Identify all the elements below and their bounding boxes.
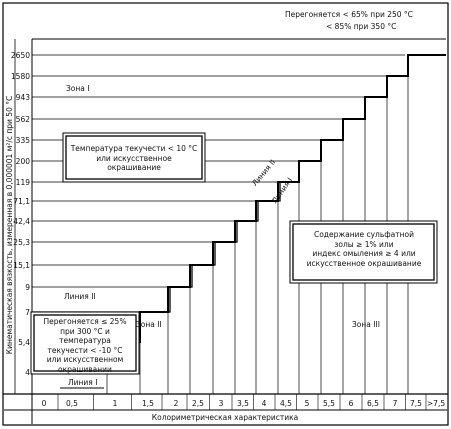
zone-2-label: Зона II — [136, 320, 162, 329]
plot-frame: Кинематическая вязкость, измеренная в 0,… — [2, 2, 449, 426]
y-axis-title: Кинематическая вязкость, измеренная в 0,… — [5, 96, 14, 354]
sulfate-box-inner — [292, 223, 435, 281]
y-tick-label: 7 — [25, 308, 30, 317]
distill-line-5: или искусственном — [46, 355, 124, 364]
x-tick-label: 1,5 — [142, 399, 154, 408]
x-tick-label: 3,5 — [237, 399, 249, 408]
outer-border — [2, 2, 449, 426]
y-tick-label: 25,3 — [13, 238, 30, 247]
distill-line-1: Перегоняется ≤ 25% — [43, 317, 127, 326]
x-tick-label: 3 — [219, 399, 224, 408]
line-1-bottom-label: Линия I — [68, 378, 98, 387]
x-tick-label: 5,5 — [323, 399, 335, 408]
x-tick-labels: 0 0,5 1 1,5 2 2,5 3 3,5 4 4,5 5 5,5 6 6,5 7 7,5 >7,5 — [42, 399, 446, 408]
x-tick-label: >7,5 — [427, 399, 445, 408]
y-tick-label: 5,4 — [18, 338, 30, 347]
sulfate-line-4: искусственное окрашивание — [306, 258, 422, 268]
x-tick-label: 4 — [262, 399, 267, 408]
y-tick-label: 15,1 — [13, 261, 30, 270]
x-tick-label: 6,5 — [367, 399, 379, 408]
x-tick-label: 6 — [349, 399, 354, 408]
series-line-2 — [32, 182, 281, 313]
y-tick-label: 42,4 — [13, 217, 30, 226]
y-tick-label: 9 — [25, 283, 30, 292]
y-tick-label: 4 — [25, 368, 30, 377]
pour-point-box-text: Температура текучести < 10 °С или искусс… — [70, 144, 198, 173]
pour-point-line-2: или искусственное окрашивание — [96, 153, 172, 173]
distill-line-6: окрашивании — [58, 364, 112, 374]
annotation-boxes — [30, 132, 438, 375]
distill-line-2: при 300 °С и — [60, 326, 110, 336]
zone-1-label: Зона I — [66, 84, 90, 93]
zone-3-label: Зона III — [352, 320, 380, 329]
x-tick-label: 7,5 — [410, 399, 422, 408]
x-tick-label: 1 — [113, 399, 118, 408]
distill-box-inner — [33, 314, 137, 372]
sulfate-line-2: золы ≥ 1% или — [334, 239, 394, 249]
y-tick-label: 71,1 — [13, 197, 30, 206]
sulfate-box-text: Содержание сульфатной золы ≥ 1% или инде… — [296, 230, 432, 268]
pour-point-line-1: Температура текучести < 10 °С — [70, 144, 198, 153]
chart-title-line-2: < 85% при 350 °С — [326, 22, 397, 31]
y-tick-label: 119 — [16, 178, 31, 187]
x-tick-label: 5 — [305, 399, 310, 408]
line-2-left-label: Линия II — [64, 292, 96, 301]
x-tick-label: 7 — [393, 399, 398, 408]
y-tick-label: 2650 — [11, 51, 30, 60]
x-tick-label: 2,5 — [192, 399, 204, 408]
y-tick-labels: 4 5,4 7 9 15,1 25,3 42,4 71,1 119 200 335 562 943 158… — [11, 51, 30, 377]
pour-point-box-inner — [65, 135, 203, 180]
distill-line-4: текучести < -10 °С — [47, 345, 123, 355]
distill-box-text: Перегоняется ≤ 25% при 300 °С и температ… — [36, 317, 134, 374]
chart-title-line-1: Перегоняется < 65% при 250 °С — [285, 10, 413, 19]
y-tick-label: 335 — [16, 136, 31, 145]
distill-line-3: температура — [59, 336, 111, 345]
y-tick-label: 562 — [16, 115, 31, 124]
x-axis-title: Колориметрическая характеристика — [152, 413, 298, 422]
y-tick-label: 1580 — [11, 72, 30, 81]
y-tick-label: 943 — [16, 93, 31, 102]
sulfate-line-1: Содержание сульфатной — [313, 230, 415, 239]
x-tick-label: 4,5 — [280, 399, 292, 408]
x-tick-label: 2 — [174, 399, 179, 408]
x-tick-label: 0,5 — [66, 399, 78, 408]
y-tick-label: 200 — [16, 157, 31, 166]
sulfate-line-3: индекс омыления ≥ 4 или — [312, 249, 416, 258]
x-tick-label: 0 — [42, 399, 47, 408]
